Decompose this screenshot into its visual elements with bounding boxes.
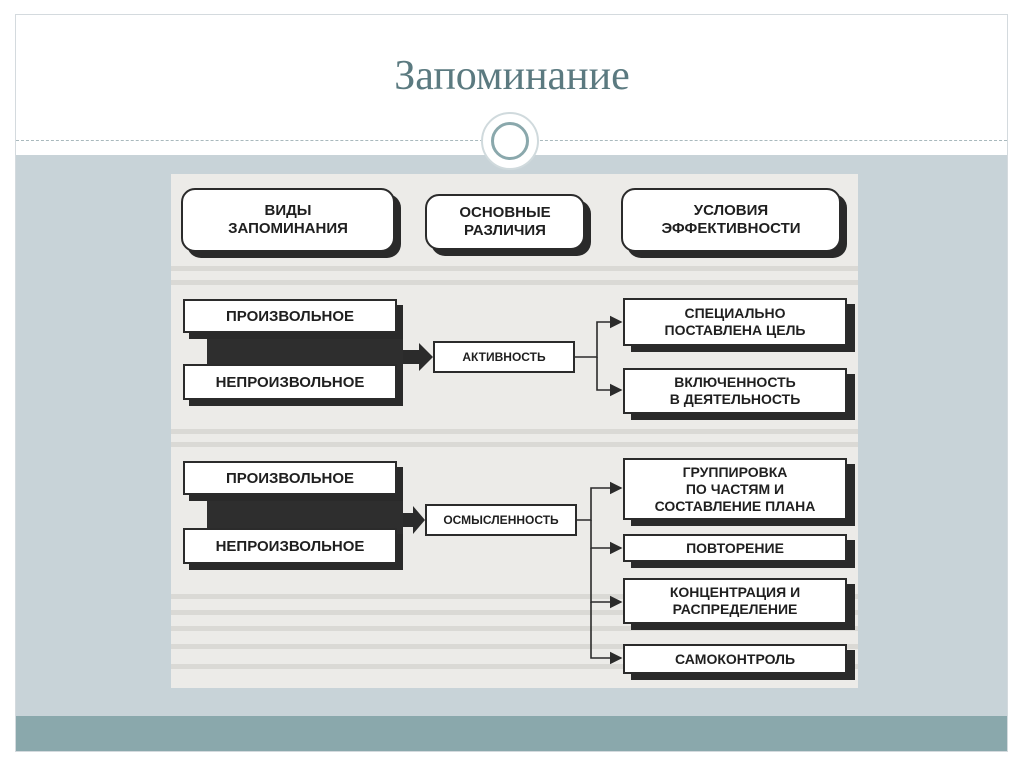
group1-condition-involvement: ВКЛЮЧЕННОСТЬ В ДЕЯТЕЛЬНОСТЬ <box>623 368 847 414</box>
diagram-connectors <box>403 315 623 665</box>
group1-voluntary-box: ПРОИЗВОЛЬНОЕ <box>183 299 397 333</box>
group2-connector-grouping <box>577 481 623 521</box>
slide-frame <box>15 14 1008 752</box>
footer-band <box>16 716 1007 751</box>
group2-condition-repetition: ПОВТОРЕНИЕ <box>623 534 847 562</box>
header-efficiency-conditions-label: УСЛОВИЯ ЭФФЕКТИВНОСТИ <box>661 202 801 237</box>
group1-involuntary-box: НЕПРОИЗВОЛЬНОЕ <box>183 364 397 400</box>
header-memory-types-label: ВИДЫ ЗАПОМИНАНИЯ <box>228 202 348 237</box>
group1-condition-goal: СПЕЦИАЛЬНО ПОСТАВЛЕНА ЦЕЛЬ <box>623 298 847 346</box>
group1-connector-top <box>575 315 623 358</box>
slide-title: Запоминание <box>394 53 630 99</box>
group2-difference-box: ОСМЫСЛЕННОСТЬ <box>425 504 577 536</box>
divider-circle-inner <box>491 122 529 160</box>
group1-involuntary-label: НЕПРОИЗВОЛЬНОЕ <box>215 373 365 391</box>
group1-condition-goal-label: СПЕЦИАЛЬНО ПОСТАВЛЕНА ЦЕЛЬ <box>664 305 806 338</box>
group2-connector-concentration <box>590 548 623 609</box>
group2-condition-grouping: ГРУППИРОВКА ПО ЧАСТЯМ И СОСТАВЛЕНИЕ ПЛАН… <box>623 458 847 520</box>
group2-voluntary-box: ПРОИЗВОЛЬНОЕ <box>183 461 397 495</box>
group2-voluntary-label: ПРОИЗВОЛЬНОЕ <box>226 469 354 487</box>
group1-connector-bottom <box>596 357 623 397</box>
divider-circle-icon <box>481 112 539 170</box>
group2-condition-concentration: КОНЦЕНТРАЦИЯ И РАСПРЕДЕЛЕНИЕ <box>623 578 847 624</box>
group2-condition-selfcontrol: САМОКОНТРОЛЬ <box>623 644 847 674</box>
memory-diagram: ВИДЫ ЗАПОМИНАНИЯ ОСНОВНЫЕ РАЗЛИЧИЯ УСЛОВ… <box>171 174 858 688</box>
group2-condition-repetition-label: ПОВТОРЕНИЕ <box>686 539 784 556</box>
header-main-differences-label: ОСНОВНЫЕ РАЗЛИЧИЯ <box>459 204 551 239</box>
header-efficiency-conditions: УСЛОВИЯ ЭФФЕКТИВНОСТИ <box>621 188 841 252</box>
group2-difference-label: ОСМЫСЛЕННОСТЬ <box>443 513 559 527</box>
group1-difference-label: АКТИВНОСТЬ <box>462 350 546 364</box>
group1-condition-involvement-label: ВКЛЮЧЕННОСТЬ В ДЕЯТЕЛЬНОСТЬ <box>669 374 801 407</box>
group1-difference-box: АКТИВНОСТЬ <box>433 341 575 373</box>
group2-connector-repetition <box>590 520 623 555</box>
header-main-differences: ОСНОВНЫЕ РАЗЛИЧИЯ <box>425 194 585 250</box>
group2-main-arrow <box>403 506 425 534</box>
group2-involuntary-label: НЕПРОИЗВОЛЬНОЕ <box>215 537 365 555</box>
group2-involuntary-box: НЕПРОИЗВОЛЬНОЕ <box>183 528 397 564</box>
group2-condition-grouping-label: ГРУППИРОВКА ПО ЧАСТЯМ И СОСТАВЛЕНИЕ ПЛАН… <box>654 463 816 514</box>
group2-condition-selfcontrol-label: САМОКОНТРОЛЬ <box>674 650 796 667</box>
group1-main-arrow <box>403 343 433 371</box>
group1-voluntary-label: ПРОИЗВОЛЬНОЕ <box>226 307 354 325</box>
group2-condition-concentration-label: КОНЦЕНТРАЦИЯ И РАСПРЕДЕЛЕНИЕ <box>669 584 801 617</box>
group2-connector-selfcontrol <box>590 602 623 665</box>
header-memory-types: ВИДЫ ЗАПОМИНАНИЯ <box>181 188 395 252</box>
